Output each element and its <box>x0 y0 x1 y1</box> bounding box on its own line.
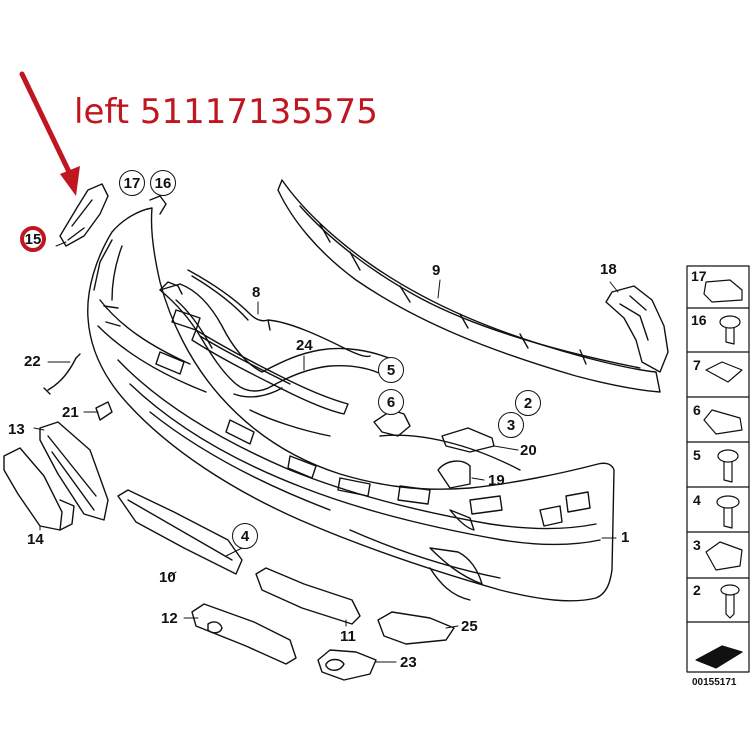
callout-15: 15 <box>20 226 46 252</box>
spring-clip-icon <box>703 409 743 435</box>
callout-18: 18 <box>600 261 617 278</box>
rod <box>43 353 81 395</box>
clip-nut-icon <box>703 279 743 303</box>
square-nut-icon <box>705 361 743 383</box>
part-number-annotation: left 51117135575 <box>74 92 378 132</box>
callout-9: 9 <box>432 262 441 279</box>
document-number: 00155171 <box>692 677 737 688</box>
side-grille-outer <box>39 421 109 521</box>
callout-22: 22 <box>24 353 41 370</box>
legend-label-16: 16 <box>691 312 707 328</box>
legend-label-17: 17 <box>691 268 707 284</box>
bumper-guide-bracket <box>59 183 109 247</box>
lower-grille-left <box>191 603 297 665</box>
side-guide <box>149 195 167 215</box>
red-arrow-icon <box>19 71 80 196</box>
lower-grille-center <box>255 567 361 625</box>
legend-label-6: 6 <box>693 402 701 418</box>
fastener-legend <box>686 265 750 673</box>
screw-icon <box>717 449 739 483</box>
callout-10: 10 <box>159 569 176 586</box>
direction-arrow-icon <box>695 645 743 669</box>
callout-25: 25 <box>461 618 478 635</box>
rivet-icon <box>719 315 741 345</box>
callout-17: 17 <box>119 170 145 196</box>
callout-20: 20 <box>520 442 537 459</box>
callout-8: 8 <box>252 284 261 301</box>
callout-13: 13 <box>8 421 25 438</box>
trim-strip <box>187 269 371 358</box>
legend-label-5: 5 <box>693 447 701 463</box>
legend-label-4: 4 <box>693 492 701 508</box>
center-grille-opening <box>159 281 395 398</box>
tapping-screw-icon <box>720 584 740 619</box>
legend-label-7: 7 <box>693 357 701 373</box>
callout-4: 4 <box>232 523 258 549</box>
upper-grille-trim <box>191 329 349 415</box>
tow-eye-cover <box>437 460 471 489</box>
callout-11: 11 <box>340 628 356 645</box>
callout-19: 19 <box>488 472 505 489</box>
legend-label-2: 2 <box>693 582 701 598</box>
side-grille-inner <box>3 447 75 531</box>
callout-6: 6 <box>378 389 404 415</box>
callout-23: 23 <box>400 654 417 671</box>
callout-12: 12 <box>161 610 178 627</box>
nut-clip-icon <box>705 541 743 571</box>
lower-grille-right <box>377 611 455 645</box>
legend-label-3: 3 <box>693 537 701 553</box>
callout-2: 2 <box>515 390 541 416</box>
callout-3: 3 <box>498 412 524 438</box>
side-bracket <box>605 285 669 373</box>
callout-5: 5 <box>378 357 404 383</box>
fog-light-cover <box>317 649 377 681</box>
callout-16: 16 <box>150 170 176 196</box>
center-lower-grille <box>117 489 243 575</box>
callout-24: 24 <box>296 337 313 354</box>
washer-screw-icon <box>716 495 740 529</box>
callout-1: 1 <box>621 529 630 546</box>
callout-14: 14 <box>27 531 44 548</box>
bumper-cover <box>87 207 615 602</box>
callout-21: 21 <box>62 404 79 421</box>
bumper-support <box>277 179 661 393</box>
cover-clip <box>95 401 113 421</box>
